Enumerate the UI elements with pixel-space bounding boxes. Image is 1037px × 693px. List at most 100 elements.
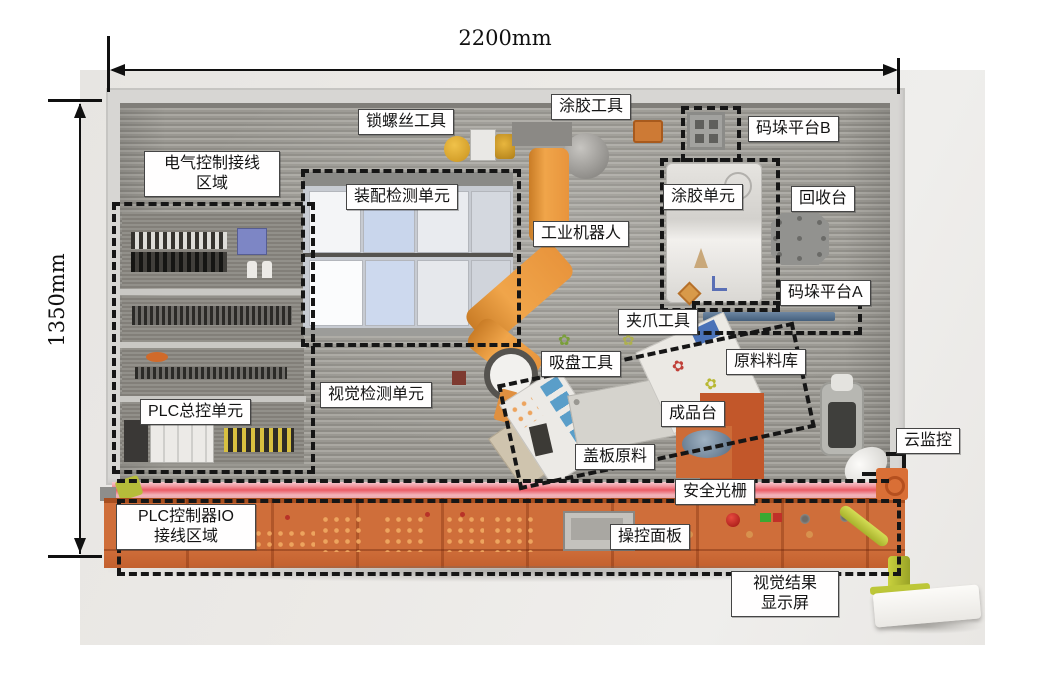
plc-module [150, 423, 214, 463]
label-control-panel: 操控面板 [610, 524, 691, 550]
io-dot-grid [253, 528, 315, 550]
screw-tool-wheel [444, 136, 470, 162]
label-finished-product-table: 成品台 [661, 401, 726, 427]
terminal-block-row [131, 252, 227, 272]
red-button [726, 513, 740, 527]
label-material-warehouse: 原料料库 [726, 349, 807, 375]
io-dot-grid [382, 514, 426, 552]
region-safety-light-line [117, 479, 889, 483]
label-pallet-platform-a: 码垛平台A [780, 280, 871, 306]
dimension-tick [48, 99, 102, 102]
label-plc-master-unit: PLC总控单元 [140, 399, 252, 425]
label-cloud-monitoring: 云监控 [896, 428, 961, 454]
label-industrial-robot: 工业机器人 [533, 221, 630, 247]
screw-tool-body [470, 129, 496, 161]
dimension-tick [107, 36, 110, 92]
pallet-hole [709, 120, 718, 129]
camera-corner-mark [902, 452, 906, 468]
label-suction-tool: 吸盘工具 [541, 351, 622, 377]
region-assembly-unit [301, 169, 521, 347]
pallet-hole [695, 120, 704, 129]
handheld-terminal-screen [828, 402, 856, 448]
finished-table-disc [682, 430, 732, 458]
left-dimension-line [79, 104, 81, 554]
terminal-block-row [131, 232, 227, 249]
label-vision-display: 视觉结果显示屏 [731, 571, 839, 617]
din-rail [135, 367, 287, 379]
dark-module [124, 420, 148, 462]
electrical-shelf [122, 212, 304, 288]
label-glue-unit: 涂胶单元 [663, 184, 744, 210]
robot-mount-plate [512, 122, 572, 146]
io-dot-grid [444, 514, 484, 552]
gray-button [800, 514, 810, 524]
safety-light-bar [112, 482, 898, 498]
green-indicator [760, 513, 771, 522]
label-line: PLC控制器IO [137, 508, 235, 525]
label-plc-io-area: PLC控制器IO 接线区域 [116, 504, 256, 550]
region-pallet-b [681, 106, 741, 162]
base-corner-block [876, 468, 908, 500]
dimension-arrow-right [883, 64, 898, 76]
screw-tool-head [495, 134, 515, 159]
glue-tool-holder [633, 120, 663, 143]
shelf-edge [120, 342, 306, 348]
label-safety-light-curtain: 安全光栅 [675, 479, 756, 505]
dimension-tick [48, 555, 102, 558]
wall-marker-flower: ✿ [622, 332, 635, 349]
camera-corner-mark [886, 452, 906, 456]
dimension-arrow-up [74, 103, 86, 118]
label-line: 区域 [195, 175, 228, 192]
io-terminal-strip [224, 428, 294, 452]
top-dimension-text: 2200mm [458, 26, 552, 50]
label-gripper-tool: 夹爪工具 [618, 309, 699, 335]
label-recycle-station: 回收台 [791, 186, 856, 212]
red-indicator [773, 513, 782, 522]
dimension-tick [897, 58, 900, 94]
assembly-panel [417, 260, 469, 326]
handheld-terminal-knob [831, 374, 853, 391]
pallet-hole [695, 134, 704, 143]
label-screw-tool: 锁螺丝工具 [358, 109, 455, 135]
label-electrical-wiring-area: 电气控制接线区域 [144, 151, 280, 197]
label-vision-inspection-unit: 视觉检测单元 [320, 382, 433, 408]
label-cover-plate-material: 盖板原料 [575, 444, 656, 470]
wall-marker-flower: ✿ [558, 332, 571, 349]
dimension-arrow-left [110, 64, 125, 76]
region-glue-unit [660, 158, 780, 312]
region-electrical-area [112, 202, 315, 474]
din-rail [132, 306, 292, 325]
label-assembly-unit: 装配检测单元 [346, 184, 459, 210]
camera-corner-mark [862, 472, 878, 476]
control-module [237, 228, 267, 255]
light-curtain-post [100, 487, 116, 501]
io-dot-grid [320, 514, 364, 552]
assembly-unit-top-bar [303, 172, 513, 186]
corner-ring [885, 476, 905, 496]
bottle [247, 261, 257, 278]
assembly-divider [303, 253, 513, 257]
label-glue-tool: 涂胶工具 [551, 94, 632, 120]
assembly-panel [471, 191, 511, 253]
glue-unit-mark [712, 276, 727, 291]
pallet-hole [709, 134, 718, 143]
shelf-edge [120, 289, 306, 295]
label-line: 接线区域 [153, 528, 218, 545]
dimension-arrow-down [74, 538, 86, 553]
assembly-panel [365, 260, 415, 326]
pallet-platform-a-bar [703, 312, 835, 321]
label-line: 电气控制接线 [163, 155, 260, 172]
top-dimension-line [112, 69, 896, 71]
bottle [262, 261, 272, 278]
label-pallet-platform-b: 码垛平台B [748, 116, 839, 142]
pallet-platform-b-plate [687, 112, 725, 150]
assembly-panel [309, 260, 363, 326]
label-line: 显示屏 [760, 595, 809, 612]
orange-marker [146, 352, 168, 362]
left-dimension-text: 1350mm [45, 253, 69, 347]
recycle-bolt-dots [797, 236, 802, 241]
tool-changer-block [452, 371, 466, 385]
tiny-red-dots [285, 515, 290, 520]
label-line: 视觉结果 [752, 575, 817, 592]
